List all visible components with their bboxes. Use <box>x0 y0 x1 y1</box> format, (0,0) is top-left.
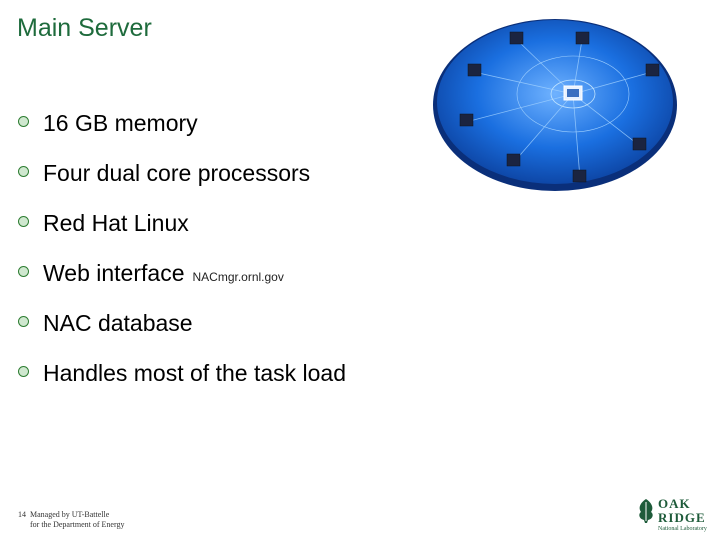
bullet-item: NAC database <box>18 310 346 360</box>
bullet-text: NAC database <box>43 310 193 336</box>
page-number: 14 <box>18 510 26 519</box>
footer-line-1: Managed by UT-Battelle <box>30 510 110 519</box>
bullet-list: 16 GB memory Four dual core processors R… <box>18 110 346 410</box>
footer-line-2: for the Department of Energy <box>30 520 125 529</box>
bullet-text: Red Hat Linux <box>43 210 189 236</box>
bullet-dot-icon <box>18 266 29 277</box>
bullet-text: 16 GB memory <box>43 110 198 136</box>
logo-subtitle: National Laboratory <box>658 526 707 532</box>
bullet-dot-icon <box>18 166 29 177</box>
bullet-dot-icon <box>18 316 29 327</box>
web-interface-url: NACmgr.ornl.gov <box>192 270 284 284</box>
bullet-dot-icon <box>18 116 29 127</box>
bullet-item: Handles most of the task load <box>18 360 346 410</box>
bullet-item: 16 GB memory <box>18 110 346 160</box>
oak-leaf-icon <box>639 499 653 523</box>
network-disc-illustration <box>433 19 677 191</box>
bullet-dot-icon <box>18 366 29 377</box>
logo-word-ridge: RIDGE <box>658 510 706 525</box>
bullet-dot-icon <box>18 216 29 227</box>
bullet-item: Four dual core processors <box>18 160 346 210</box>
logo-word-oak: OAK <box>658 496 691 511</box>
bullet-text: Web interface <box>43 260 185 286</box>
bullet-item: Web interface NACmgr.ornl.gov <box>18 260 346 310</box>
bullet-text: Four dual core processors <box>43 160 311 186</box>
bullet-item: Red Hat Linux <box>18 210 346 260</box>
bullet-text: Handles most of the task load <box>43 360 346 386</box>
slide-title: Main Server <box>17 14 152 42</box>
footer: 14 Managed by UT-Battelle for the Departm… <box>18 510 124 530</box>
oak-ridge-logo: OAK RIDGE National Laboratory <box>636 494 716 534</box>
